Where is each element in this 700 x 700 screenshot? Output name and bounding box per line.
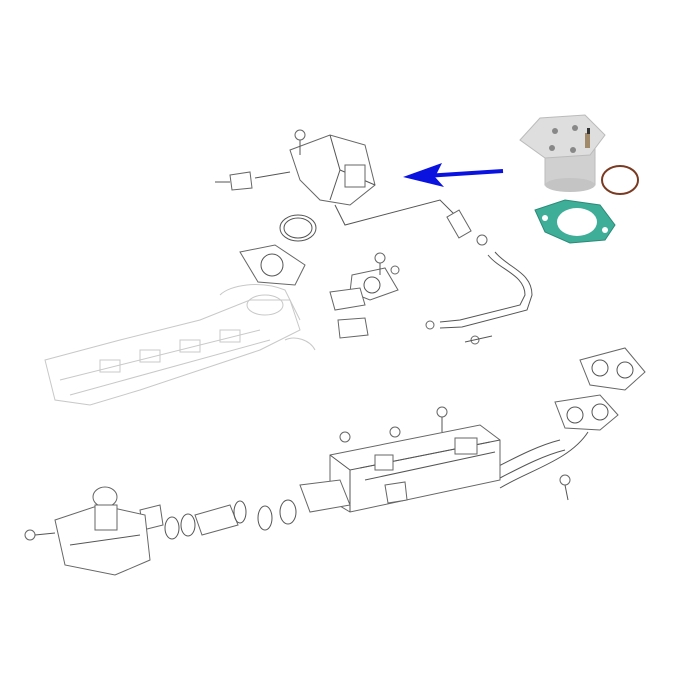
o-ring [601,165,639,195]
egr-valve-lower [24,486,151,576]
egr-valve-upper [215,129,533,345]
lower-pipes [139,499,297,540]
intake-manifold-faded [44,284,316,406]
egr-blanking-plate [519,114,606,192]
gaskets-left [239,214,400,339]
direction-arrow-left-icon [403,163,504,187]
egr-cooler [299,406,501,513]
green-gasket [534,199,616,244]
exhaust-pipe [494,347,646,501]
